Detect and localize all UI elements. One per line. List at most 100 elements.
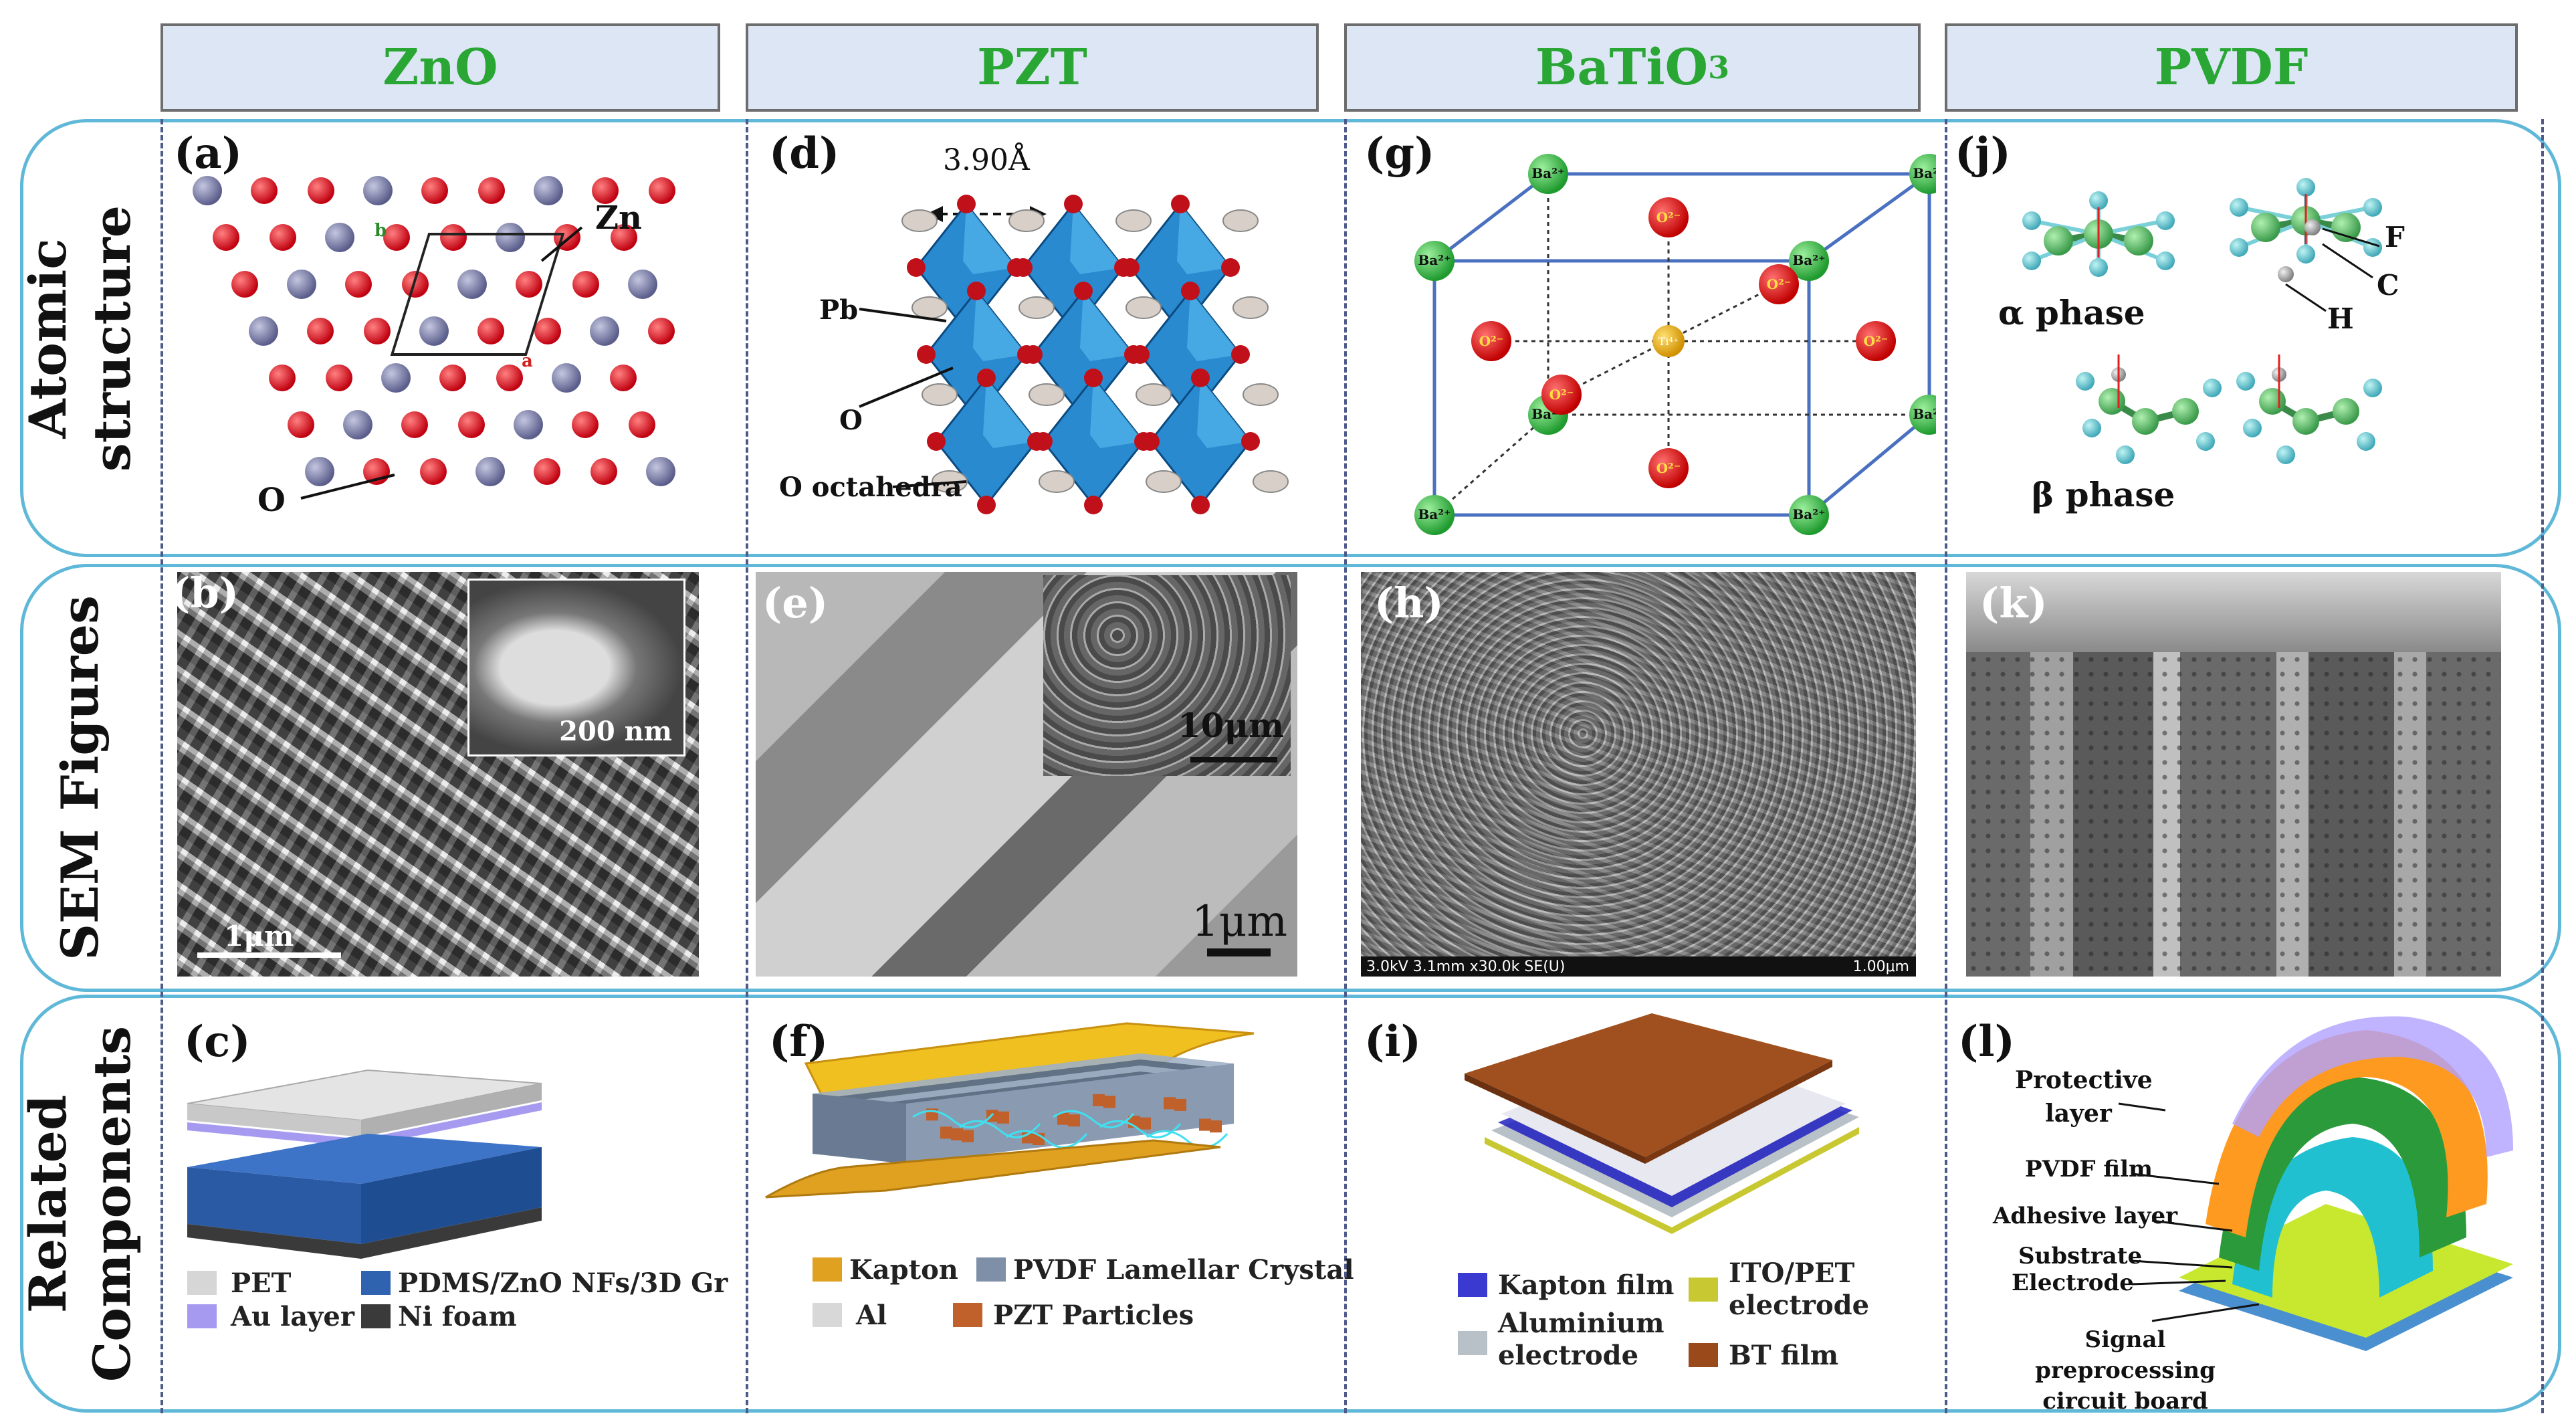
label-zn: Zn bbox=[595, 199, 642, 237]
ba-atom bbox=[1789, 495, 1829, 535]
o-atom bbox=[421, 177, 448, 204]
label-o-octahedra: O octahedra bbox=[779, 472, 962, 503]
panel-l-pvdf-device: (l) Protective layer PVDF film Adhesive … bbox=[1951, 1003, 2533, 1415]
o-atom bbox=[1759, 264, 1799, 304]
pb-atom bbox=[911, 296, 948, 319]
panel-tag: (f) bbox=[769, 1017, 829, 1067]
stack-side bbox=[813, 1094, 906, 1164]
octahedron-face bbox=[973, 291, 1027, 361]
o-atom bbox=[907, 258, 926, 277]
o-atom bbox=[251, 177, 278, 204]
o-atom bbox=[917, 345, 936, 364]
column-separator bbox=[746, 119, 748, 1413]
legend-swatch bbox=[361, 1271, 391, 1295]
o-atom bbox=[231, 271, 258, 298]
ba-atom bbox=[1528, 154, 1568, 194]
legend-kapton: Kapton bbox=[849, 1254, 958, 1286]
o-atom bbox=[402, 271, 429, 298]
label-protective-layer: Protective layer bbox=[2015, 1063, 2153, 1130]
pvdf-phase-diagram bbox=[2022, 178, 2382, 464]
o-atom bbox=[572, 271, 599, 298]
pb-atom bbox=[922, 383, 958, 406]
o-atom bbox=[592, 177, 619, 204]
scale-label: 1μm bbox=[224, 920, 294, 952]
pzt-device-stack bbox=[765, 1022, 1255, 1199]
f-atom bbox=[2357, 432, 2375, 451]
f-atom bbox=[2116, 445, 2135, 464]
f-atom bbox=[2076, 372, 2095, 391]
o-atom bbox=[1191, 369, 1210, 387]
inset-scale-label: 200 nm bbox=[559, 716, 672, 747]
o-atom bbox=[977, 496, 996, 514]
legend-pet: PET bbox=[231, 1267, 292, 1299]
sem-image-zno: 200 nm 1μm (b) bbox=[177, 572, 699, 977]
o-atom bbox=[591, 458, 617, 485]
o-atom bbox=[1024, 345, 1043, 364]
ba-atom bbox=[1909, 154, 1936, 194]
zno-lattice-diagram bbox=[193, 176, 675, 500]
ba-atom bbox=[1789, 241, 1829, 281]
ba-atom bbox=[1909, 395, 1936, 435]
pzt-particle bbox=[1199, 1118, 1211, 1131]
pzt-particle bbox=[1057, 1112, 1069, 1125]
label-beta-phase: β phase bbox=[2032, 475, 2175, 514]
legend-text: Aluminium electrode bbox=[1498, 1308, 1665, 1371]
f-atom bbox=[2082, 419, 2101, 437]
pb-atom bbox=[1232, 296, 1269, 319]
o-atom bbox=[648, 318, 675, 344]
zn-atom bbox=[590, 316, 619, 346]
label-axis-a: a bbox=[522, 351, 533, 371]
c-atom bbox=[2292, 408, 2319, 435]
legend-swatch bbox=[1689, 1278, 1718, 1302]
lattice-constant: 3.90Å bbox=[943, 143, 1030, 177]
panel-tag: (b) bbox=[177, 572, 239, 617]
octahedron-face bbox=[1070, 204, 1123, 274]
o-atom bbox=[649, 177, 675, 204]
o-atom bbox=[516, 271, 542, 298]
label-c: C bbox=[2377, 269, 2399, 302]
f-atom bbox=[2236, 372, 2255, 391]
legend-swatch bbox=[187, 1304, 217, 1328]
zno-device-stack bbox=[187, 1069, 542, 1259]
row-label-sem: SEM Figures bbox=[0, 564, 160, 992]
inset-scale-bar bbox=[1190, 757, 1277, 762]
octahedron-face bbox=[1187, 291, 1241, 361]
pb-atom bbox=[1115, 209, 1152, 232]
o-label: O²⁻ bbox=[1864, 333, 1889, 349]
c-atom bbox=[2251, 213, 2280, 242]
legend-aluminium: Aluminium electrode bbox=[1498, 1308, 1665, 1372]
sem-footer-bar bbox=[1361, 956, 1916, 977]
sem-image-batio3: 3.0kV 3.1mm x30.0k SE(U) 1.00μm (h) bbox=[1361, 572, 1916, 977]
label-pb: Pb bbox=[819, 294, 859, 326]
legend-swatch bbox=[813, 1303, 842, 1327]
row-label-line: structure bbox=[82, 205, 142, 472]
o-atom bbox=[927, 432, 946, 451]
o-atom bbox=[977, 369, 996, 387]
o-atom bbox=[1131, 345, 1150, 364]
f-atom bbox=[2089, 191, 2108, 210]
ba-label: Ba²⁺ bbox=[1792, 506, 1825, 522]
sem-inset bbox=[1043, 575, 1291, 776]
pzt-particle bbox=[997, 1111, 1009, 1124]
pzt-particle bbox=[1174, 1098, 1186, 1111]
row-label-line: Related bbox=[18, 1094, 78, 1313]
o-atom bbox=[477, 318, 504, 344]
pzt-particle bbox=[1139, 1117, 1151, 1130]
row-frame-atomic bbox=[20, 119, 2561, 557]
column-separator bbox=[1344, 119, 1347, 1413]
zn-atom bbox=[628, 270, 657, 299]
f-atom bbox=[2276, 445, 2295, 464]
zn-atom bbox=[514, 410, 543, 439]
panel-tag: (k) bbox=[1979, 579, 2048, 627]
f-atom bbox=[2022, 211, 2041, 230]
label-substrate: Substrate bbox=[2018, 1243, 2143, 1269]
panel-a-zno-structure: (a) Zn O b a bbox=[167, 127, 739, 552]
c-atom bbox=[2333, 398, 2359, 425]
legend-au-layer: Au layer bbox=[231, 1301, 354, 1332]
row-frame-components bbox=[20, 995, 2561, 1413]
ti-atom bbox=[1652, 325, 1685, 357]
o-atom bbox=[383, 224, 410, 251]
pzt-particle bbox=[951, 1128, 963, 1140]
fibril bbox=[1053, 1110, 1135, 1128]
